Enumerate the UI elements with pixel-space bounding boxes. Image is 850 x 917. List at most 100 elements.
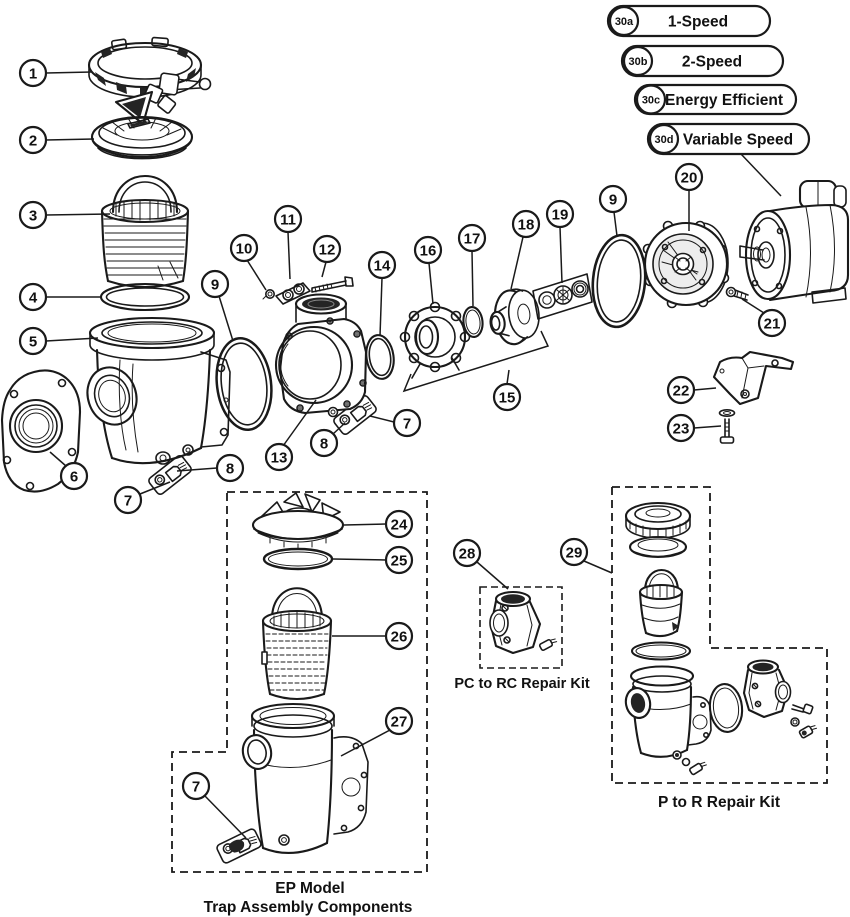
callout-27: 27 <box>340 706 414 757</box>
svg-text:6: 6 <box>70 468 78 485</box>
strainer-lid-illustration <box>90 115 194 160</box>
motor-option-pills: 30a 1-Speed 30b 2-Speed 30c Energy Effic… <box>606 4 811 197</box>
callout-6: 6 <box>49 451 89 491</box>
callout-14: 14 <box>367 250 397 337</box>
motor-option-pill-energy-efficient: 30c Energy Efficient <box>633 83 798 116</box>
callout-9-left: 9 <box>200 269 234 342</box>
svg-text:17: 17 <box>464 230 481 247</box>
callout-22: 22 <box>666 375 717 405</box>
svg-text:23: 23 <box>673 420 690 437</box>
impeller-group-bracket-line <box>402 330 550 393</box>
repair-kit-lock-ring-illustration <box>624 501 692 539</box>
motor-option-pill-2-speed: 30b 2-Speed <box>620 44 785 78</box>
callouts-layer: 1 2 3 4 5 6 7 <box>18 58 787 839</box>
svg-text:19: 19 <box>552 206 569 223</box>
callout-7-trap: 7 <box>181 771 247 839</box>
housing-o-ring-left-illustration <box>215 336 273 432</box>
callout-7-volute: 7 <box>369 408 422 438</box>
svg-text:2-Speed: 2-Speed <box>682 53 742 70</box>
svg-text:26: 26 <box>391 628 408 645</box>
drain-plug-assembly-trap <box>214 827 264 865</box>
bolt-illustration <box>311 276 354 293</box>
seal-plate-illustration <box>642 220 730 309</box>
callout-16: 16 <box>413 235 443 305</box>
pc-to-rc-caption: PC to RC Repair Kit <box>454 676 590 692</box>
svg-text:11: 11 <box>280 211 296 228</box>
mount-bolt-illustration <box>718 408 736 444</box>
svg-text:21: 21 <box>764 315 781 332</box>
callout-1: 1 <box>18 58 93 88</box>
svg-text:24: 24 <box>391 516 408 533</box>
motor-mount-bracket-illustration <box>712 350 795 406</box>
strainer-basket-illustration <box>100 175 190 288</box>
svg-text:1: 1 <box>29 65 37 82</box>
ep-model-caption-line1: EP Model <box>275 880 344 897</box>
svg-text:8: 8 <box>320 435 328 452</box>
callout-8-volute: 8 <box>309 422 346 458</box>
svg-text:9: 9 <box>211 276 219 293</box>
callout-3: 3 <box>18 200 111 230</box>
trap-body-illustration <box>86 316 231 465</box>
svg-text:12: 12 <box>319 241 336 258</box>
band-clamp-illustration <box>87 36 212 126</box>
callout-26: 26 <box>332 621 414 651</box>
motor-option-pill-1-speed: 30a 1-Speed <box>606 4 772 38</box>
pc-to-rc-kit-box: PC to RC Repair Kit <box>454 586 590 692</box>
trap-basket-illustration <box>261 587 333 701</box>
svg-text:Variable Speed: Variable Speed <box>683 131 793 148</box>
svg-text:9: 9 <box>609 191 617 208</box>
svg-text:10: 10 <box>236 240 253 257</box>
volute-housing-illustration <box>274 293 368 418</box>
gasket-plate-illustration <box>275 282 311 305</box>
svg-text:3: 3 <box>29 207 37 224</box>
svg-text:29: 29 <box>566 544 583 561</box>
trap-lid-o-ring-illustration <box>262 547 334 571</box>
callout-13: 13 <box>264 399 317 472</box>
svg-text:30b: 30b <box>629 56 648 68</box>
impeller-o-ring-illustration <box>462 305 484 339</box>
callout-7-left: 7 <box>113 481 171 515</box>
repair-kit-lid-illustration <box>628 535 688 559</box>
svg-text:7: 7 <box>124 492 132 509</box>
motor-bolt-illustration <box>725 286 749 301</box>
svg-text:27: 27 <box>391 713 408 730</box>
callout-11: 11 <box>273 204 303 280</box>
motor-option-pill-variable-speed: 30d Variable Speed <box>646 122 811 156</box>
callout-15: 15 <box>492 369 522 412</box>
diffuser-illustration <box>399 301 471 379</box>
ep-trap-body-illustration <box>241 702 369 854</box>
p-to-r-kit-box: P to R Repair Kit <box>611 486 828 811</box>
repair-kit-o-ring-illustration <box>630 641 692 661</box>
svg-text:1-Speed: 1-Speed <box>668 13 728 30</box>
svg-text:20: 20 <box>681 169 698 186</box>
svg-text:7: 7 <box>403 415 411 432</box>
svg-text:2: 2 <box>29 132 37 149</box>
svg-text:7: 7 <box>192 778 200 795</box>
svg-text:15: 15 <box>499 389 516 406</box>
housing-o-ring-right-illustration <box>591 233 647 329</box>
callout-9-right: 9 <box>598 184 628 237</box>
union-nut-28-illustration <box>489 590 558 655</box>
ep-model-box: EP Model Trap Assembly Components <box>171 491 428 916</box>
lid-o-ring-illustration <box>99 282 191 312</box>
callout-12: 12 <box>312 234 342 278</box>
motor-illustration <box>739 179 850 304</box>
svg-text:Energy Efficient: Energy Efficient <box>665 92 783 109</box>
trap-lid-knob-illustration <box>251 492 345 550</box>
callout-29: 29 <box>559 537 613 574</box>
callout-28: 28 <box>452 538 509 590</box>
ep-model-caption-line2: Trap Assembly Components <box>204 899 413 916</box>
svg-text:14: 14 <box>374 257 391 274</box>
repair-kit-union-nut-illustration <box>742 659 818 739</box>
svg-text:25: 25 <box>391 552 408 569</box>
callout-20: 20 <box>674 162 704 231</box>
callout-25: 25 <box>332 545 414 575</box>
callout-2: 2 <box>18 125 95 155</box>
svg-text:5: 5 <box>29 333 37 350</box>
callout-8-left: 8 <box>176 453 245 483</box>
callout-4: 4 <box>18 282 102 312</box>
nut-illustration <box>262 288 275 300</box>
repair-kit-basket-illustration <box>638 568 684 638</box>
